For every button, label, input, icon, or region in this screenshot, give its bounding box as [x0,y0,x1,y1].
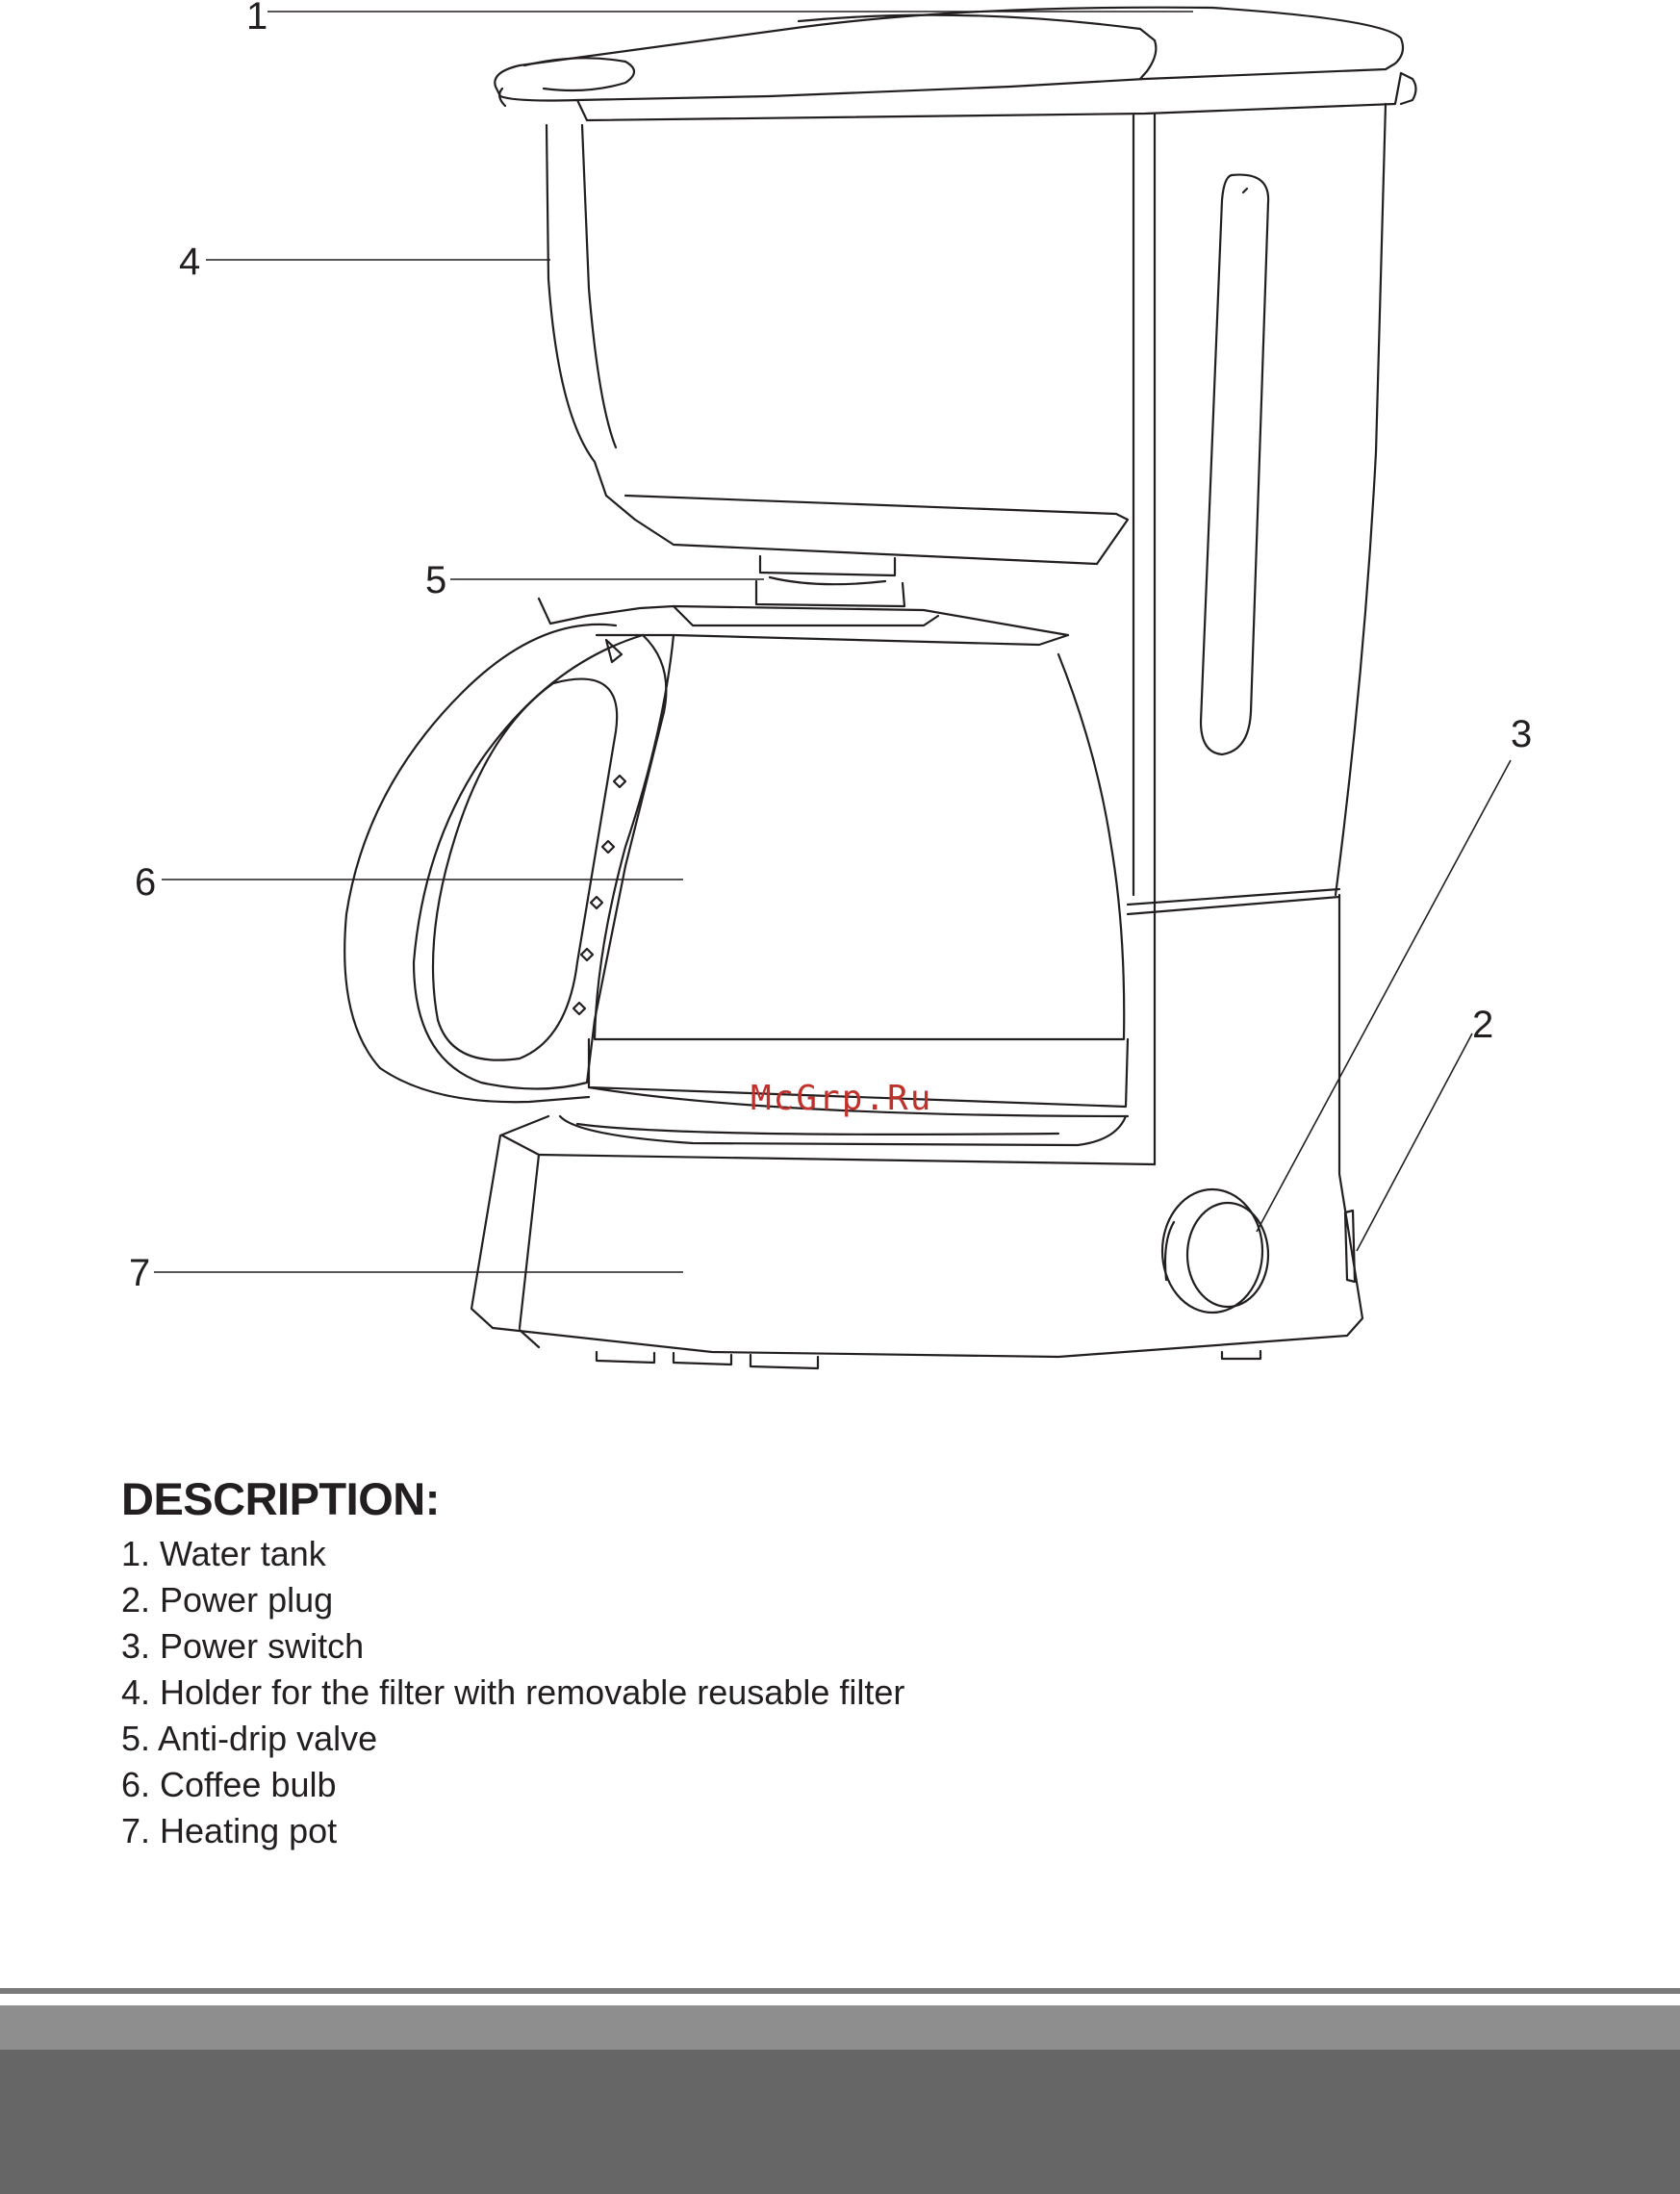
description-item-anti-drip-valve: 5. Anti-drip valve [121,1716,1468,1762]
coffee-maker-drawing [344,8,1415,1368]
callout-3: 3 [1511,713,1532,755]
callout-4: 4 [179,241,200,283]
callout-6: 6 [135,861,156,904]
description-item-filter-holder: 4. Holder for the filter with removable … [121,1670,1468,1716]
footer-band-dark [0,2050,1680,2194]
coffee-maker-diagram: 1 4 5 6 3 2 7 McGrp.Ru [0,0,1680,1415]
callout-7: 7 [129,1252,150,1294]
description-item-coffee-bulb: 6. Coffee bulb [121,1762,1468,1808]
callout-5: 5 [425,559,446,601]
footer-rule [0,1988,1680,1994]
description-title: DESCRIPTION: [121,1472,1468,1525]
description-item-water-tank: 1. Water tank [121,1531,1468,1577]
footer-band-light [0,2005,1680,2050]
description-item-power-plug: 2. Power plug [121,1577,1468,1623]
callout-1: 1 [246,0,267,38]
description-list: 1. Water tank 2. Power plug 3. Power swi… [121,1531,1468,1854]
description-section: DESCRIPTION: 1. Water tank 2. Power plug… [121,1472,1468,1854]
callout-2: 2 [1472,1004,1493,1046]
description-item-heating-pot: 7. Heating pot [121,1808,1468,1854]
watermark-text: McGrp.Ru [751,1079,932,1118]
description-item-power-switch: 3. Power switch [121,1623,1468,1670]
